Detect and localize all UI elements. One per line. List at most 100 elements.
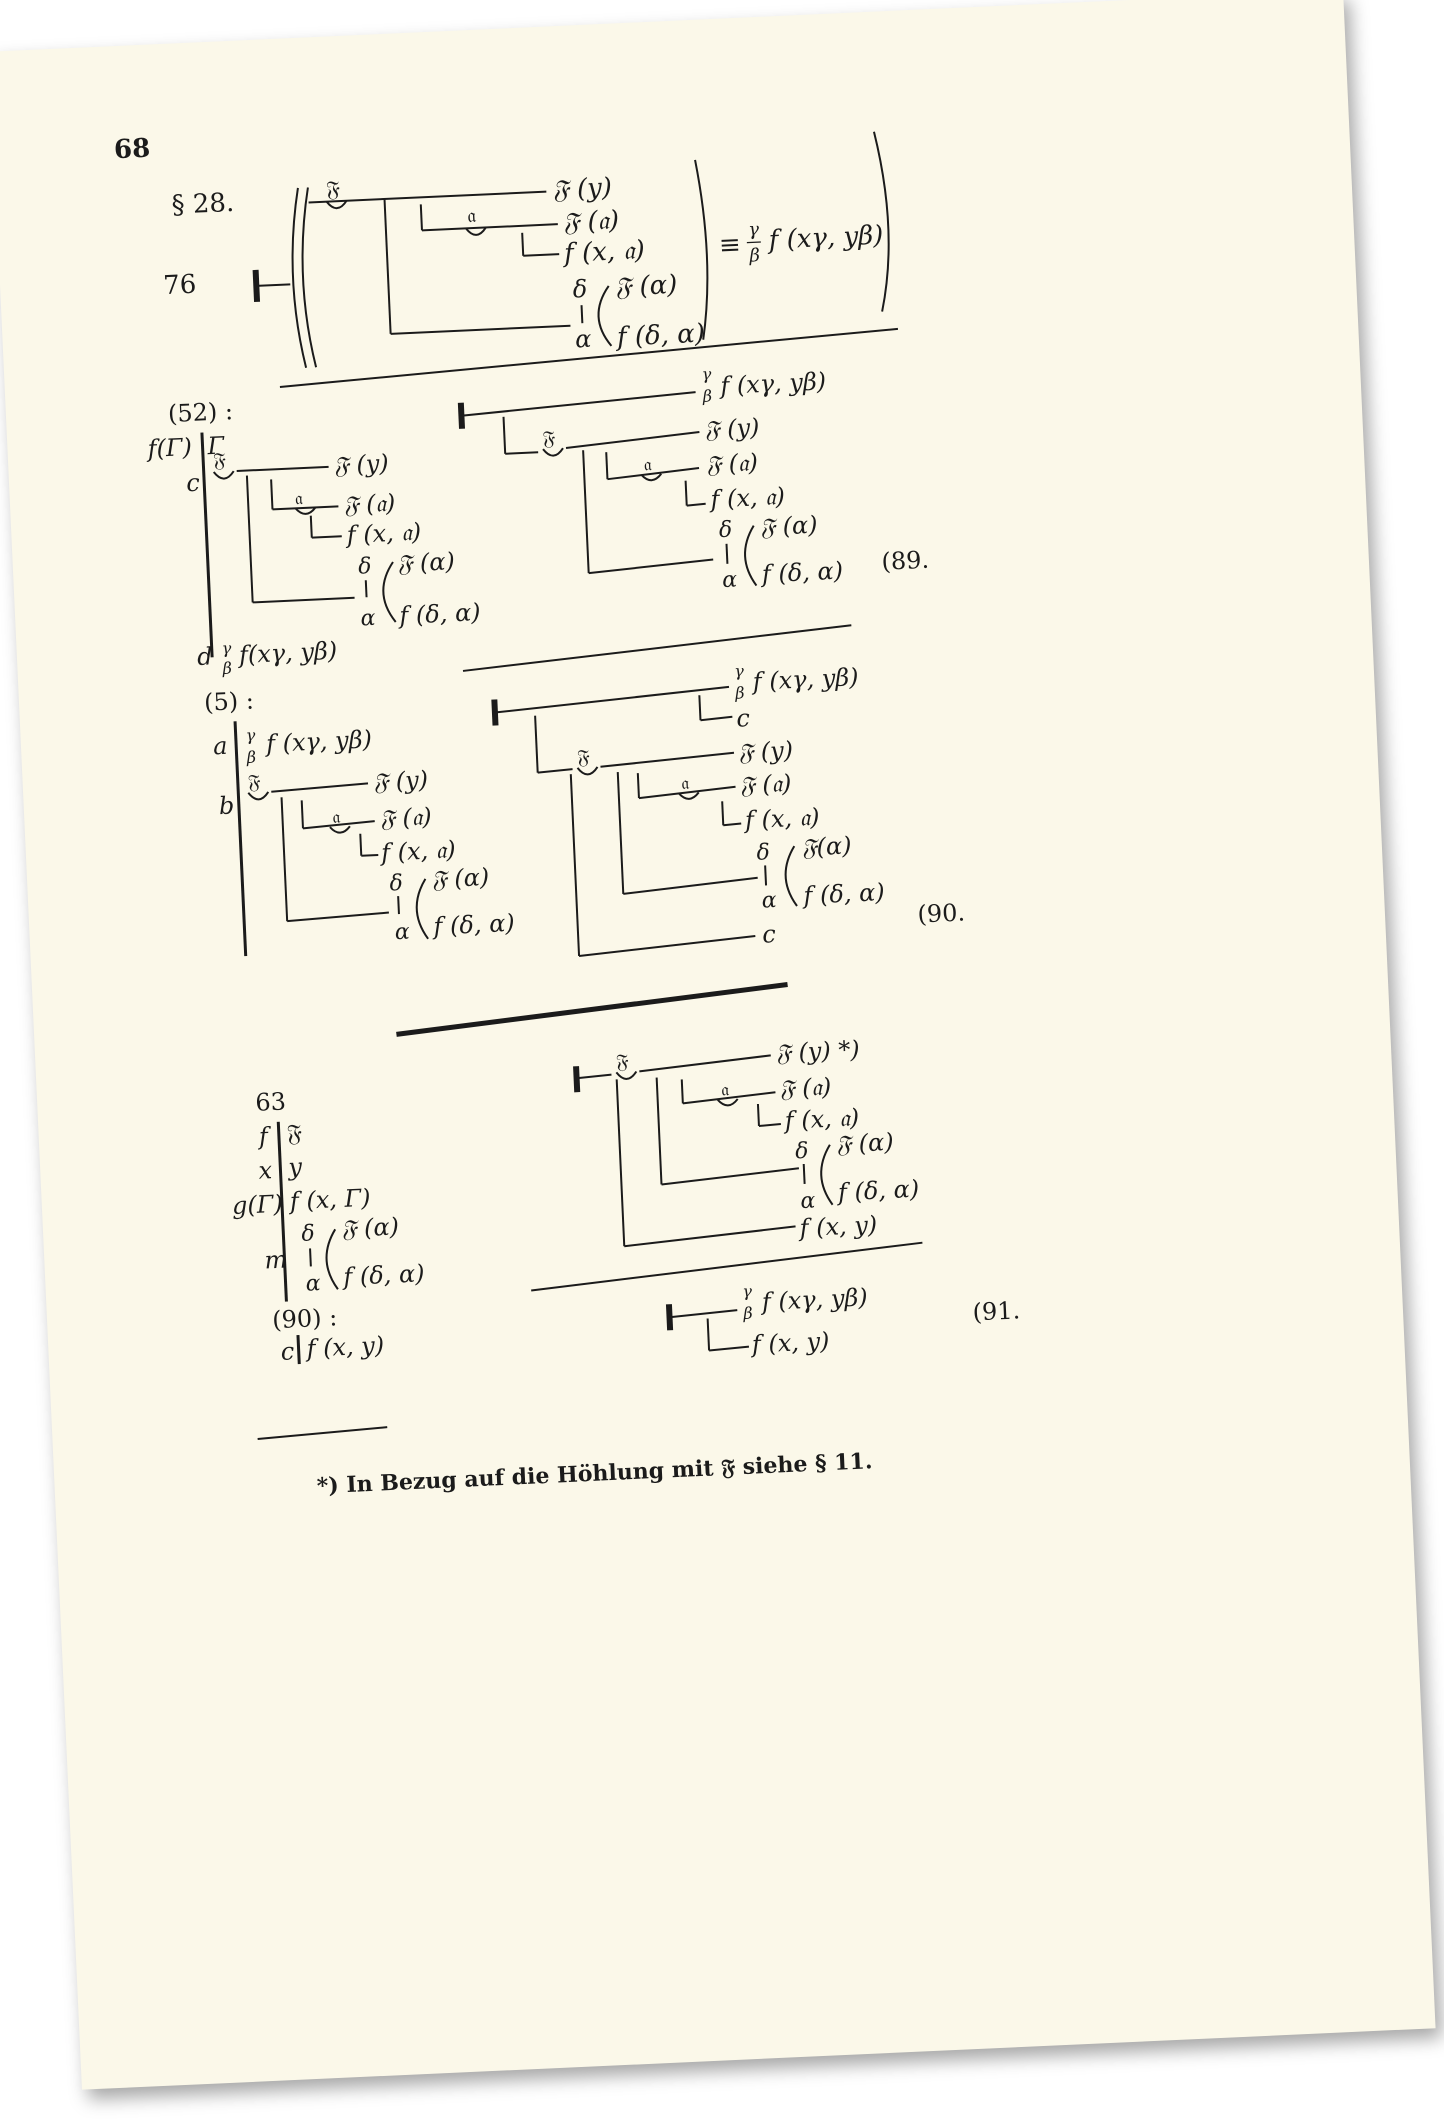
concavity-letter: 𝔉: [213, 447, 227, 472]
rhs-expression: f (xγ, yβ): [766, 220, 884, 255]
cond-stroke: [364, 580, 368, 598]
line: f (δ, α): [397, 598, 481, 630]
delta-label: δ: [756, 840, 770, 866]
cond-stroke: [383, 198, 392, 334]
formula-89: γ β f (xγ, yβ) 𝔉 𝔉 (y) 𝔞 𝔉 (𝔞) f (x, 𝔞) …: [457, 364, 930, 672]
delta-label: δ: [718, 518, 732, 544]
line: f (x, 𝔞): [782, 1103, 860, 1134]
cond-stroke: [534, 715, 539, 773]
separator: [462, 624, 852, 672]
judgement-stroke: [573, 1066, 581, 1093]
beta: β: [701, 386, 712, 405]
paren: [325, 1228, 339, 1290]
cond-horizontal: [537, 768, 573, 774]
concavity: [212, 470, 235, 480]
block-63: 63 f 𝔉 x y g(Γ) f (x, Γ) m δ α 𝔉 (α) f (…: [231, 1087, 425, 1366]
cond-stroke: [802, 1163, 806, 1185]
concavity: [576, 766, 599, 776]
cond-horizontal: [588, 558, 714, 575]
separator: [279, 327, 899, 388]
main-stroke: [565, 430, 700, 450]
cond-stroke: [605, 452, 609, 480]
alpha-label: α: [761, 888, 777, 914]
cond-stroke: [502, 416, 507, 454]
cond-horizontal: [361, 853, 379, 857]
page-number: 68: [113, 134, 151, 166]
cond-stroke: [721, 801, 725, 826]
cond-horizontal: [682, 1091, 776, 1105]
cond-horizontal: [638, 785, 736, 800]
concavity: [294, 506, 317, 515]
cond-stroke: [569, 774, 581, 957]
cond-horizontal: [623, 876, 758, 895]
delta-label: δ: [572, 275, 588, 304]
paren: [744, 525, 758, 587]
cond-stroke: [270, 479, 274, 510]
gamma: γ: [245, 725, 256, 744]
concavity: [247, 791, 270, 801]
main-stroke: [461, 391, 696, 417]
concavity-letter: 𝔉: [615, 1049, 629, 1074]
row-left: m: [264, 1246, 288, 1275]
cond-stroke: [756, 1103, 760, 1127]
row-left: c: [280, 1337, 295, 1366]
cond-stroke: [309, 515, 313, 538]
main-stroke: [271, 782, 369, 793]
row-right: 𝔉: [286, 1119, 302, 1148]
main-stroke: [600, 751, 735, 768]
cond-stroke: [684, 480, 688, 506]
cond-horizontal: [578, 934, 756, 957]
cond-stroke: [359, 833, 363, 856]
left-paren-inner: [301, 187, 318, 368]
row-right: f (x, y): [304, 1331, 385, 1363]
line: 𝔉 (𝔞): [779, 1073, 832, 1103]
thick-separator: [396, 982, 788, 1037]
formula-number: (89.: [881, 546, 930, 576]
concavity-letter: 𝔞: [332, 807, 341, 828]
row-left: d: [196, 642, 213, 671]
row-right: y: [287, 1153, 303, 1182]
paren: [784, 845, 798, 907]
concavity-letter: 𝔉: [325, 177, 340, 203]
gamma: γ: [701, 364, 712, 383]
footnote-rule: [257, 1426, 388, 1441]
cond-stroke: [725, 543, 729, 564]
cond-horizontal: [661, 1167, 800, 1186]
row-left: x: [258, 1156, 273, 1185]
cond-horizontal: [311, 535, 342, 539]
line: 𝔉 (y): [704, 413, 760, 443]
line: 𝔉 (𝔞): [379, 803, 432, 833]
formula-sheet: 68 § 28. 76 𝔉 𝔉 (y) 𝔞 𝔉 (𝔞) f (x, 𝔞) δ α…: [113, 131, 1021, 1499]
formula-91: γ β f (xγ, yβ) f (x, y) (91.: [665, 1281, 1021, 1359]
cond-stroke: [582, 450, 590, 574]
line: 𝔉 (α): [835, 1128, 894, 1159]
delta-label: δ: [795, 1139, 809, 1165]
alpha-label: α: [722, 567, 738, 593]
footnote: *) In Bezug auf die Höhlung mit 𝔉 siehe …: [316, 1448, 873, 1499]
concavity: [329, 825, 351, 834]
main-stroke: [236, 465, 329, 472]
outer-right-paren: [872, 131, 890, 312]
line: 𝔉(α): [801, 832, 852, 862]
line: 𝔉 (𝔞): [343, 489, 396, 519]
line: 𝔉 (𝔞): [705, 448, 758, 478]
formula-number-76: 76: [163, 270, 197, 301]
concavity-letter: 𝔉: [576, 744, 590, 769]
cond-stroke: [698, 695, 702, 721]
line: f (x, 𝔞): [742, 803, 820, 834]
cond-stroke: [636, 773, 640, 799]
right-paren: [694, 159, 709, 340]
line: f (δ, α): [835, 1175, 919, 1207]
cond-stroke: [245, 475, 254, 603]
concavity: [615, 1070, 638, 1080]
main-stroke: [494, 685, 730, 714]
cond-stroke: [655, 1077, 663, 1185]
c-label: c: [762, 920, 777, 949]
delta-label: δ: [389, 871, 403, 897]
line: f (x, y): [797, 1211, 878, 1243]
ref-90: (90) :: [272, 1303, 338, 1334]
row-left: c: [186, 469, 201, 498]
formula-90: γ β f (xγ, yβ) c 𝔉 𝔉 (y) 𝔞 𝔉 (𝔞) f (x, 𝔞…: [396, 661, 966, 1037]
alpha-label: α: [800, 1189, 816, 1215]
top-expression: f (xγ, yβ): [759, 1283, 868, 1316]
